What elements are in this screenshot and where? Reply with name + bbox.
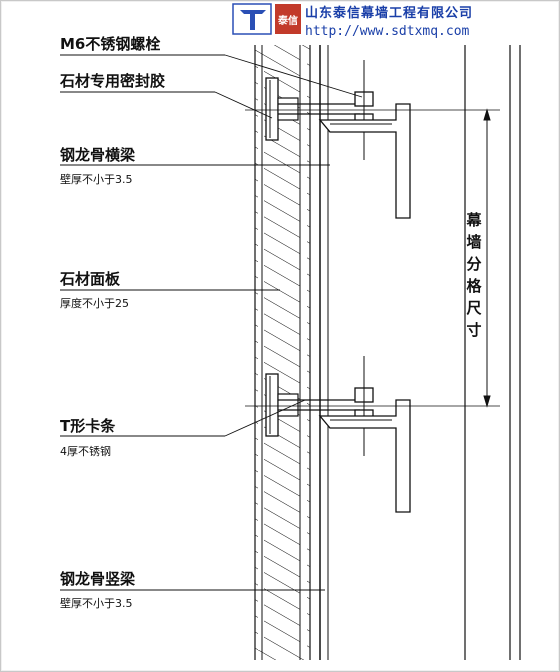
company-name: 山东泰信幕墙工程有限公司 [305, 5, 473, 21]
dimension-text: 幕墙分格尺寸 [465, 211, 482, 339]
label-horizontal-beam-sub: 壁厚不小于3.5 [60, 172, 133, 186]
upper-connection [265, 60, 411, 219]
label-stone-panel-sub: 厚度不小于25 [60, 296, 129, 310]
company-url: http://www.sdtxmq.com [305, 24, 470, 39]
seal-text: 泰信 [277, 14, 298, 27]
label-stone-panel: 石材面板 [59, 270, 121, 288]
dimension-text-vertical: 幕墙分格尺寸 [465, 211, 482, 339]
labels: M6不锈钢螺栓 石材专用密封胶 钢龙骨横梁 壁厚不小于3.5 石材面板 厚度不小… [59, 35, 165, 610]
seal-icon [275, 4, 301, 34]
label-t-clip: T形卡条 [60, 417, 116, 435]
banner: 泰信 山东泰信幕墙工程有限公司 http://www.sdtxmq.com [232, 3, 473, 39]
label-t-clip-sub: 4厚不锈钢 [60, 445, 111, 458]
label-vertical-beam: 钢龙骨竖梁 [60, 570, 136, 588]
label-sealant: 石材专用密封胶 [59, 72, 165, 90]
stone-panel [254, 45, 311, 660]
company-logo-icon [232, 3, 272, 35]
dimension-line [483, 108, 491, 408]
lower-connection [265, 356, 411, 513]
leader-lines [60, 54, 363, 591]
label-vertical-beam-sub: 壁厚不小于3.5 [60, 596, 133, 610]
label-bolt: M6不锈钢螺栓 [60, 35, 160, 53]
label-horizontal-beam: 钢龙骨横梁 [60, 146, 136, 164]
reference-lines [245, 109, 500, 407]
vertical-structure [319, 45, 521, 660]
